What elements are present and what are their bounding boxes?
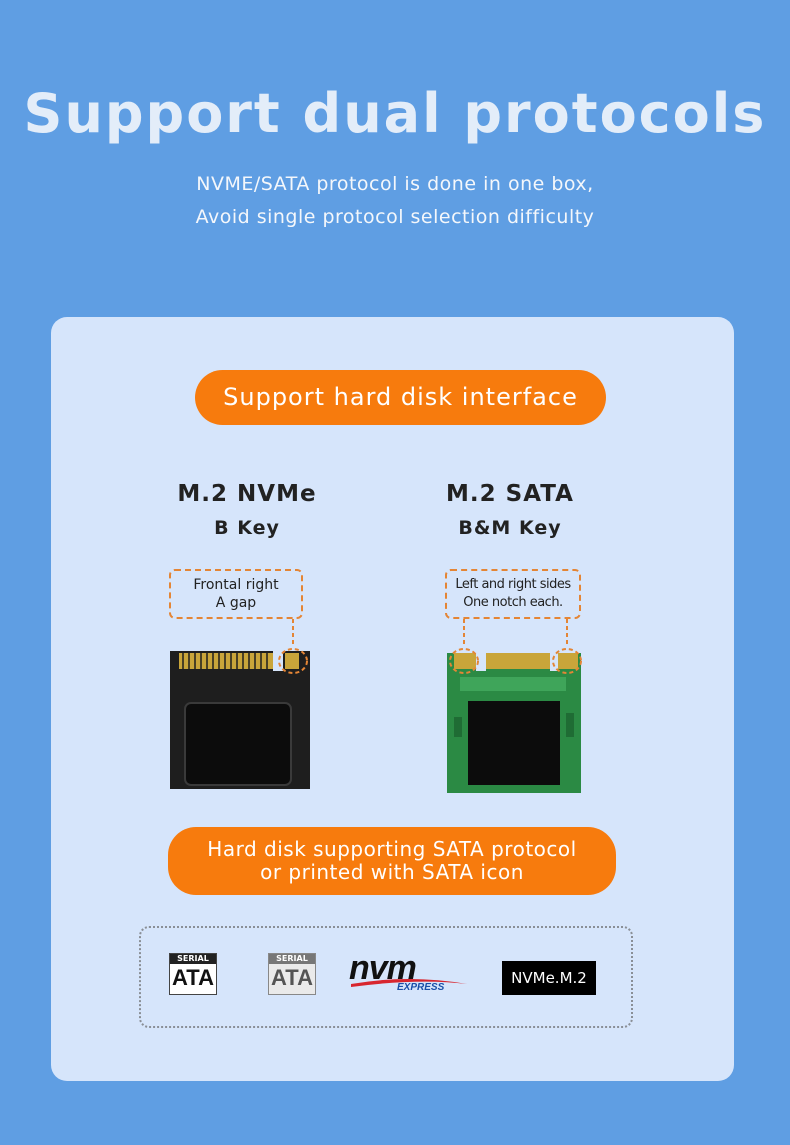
serial-ata-badge-1: SERIAL ATA xyxy=(169,953,217,995)
protocol-pill-line-2: or printed with SATA icon xyxy=(260,860,524,884)
nvm-logo-subtext: EXPRESS xyxy=(397,982,445,993)
nvm-express-logo: nvm EXPRESS xyxy=(349,951,471,998)
interface-pill: Support hard disk interface xyxy=(195,370,606,425)
protocol-pill: Hard disk supporting SATA protocol or pr… xyxy=(168,827,616,895)
sata-ssd-board xyxy=(447,619,582,793)
nvme-heading: M.2 NVMe B Key xyxy=(147,481,347,539)
sata-callout: Left and right sides One notch each. xyxy=(445,569,581,619)
serial-ata-badge-2: SERIAL ATA xyxy=(268,953,316,995)
subtitle-line-1: NVME/SATA protocol is done in one box, xyxy=(196,173,594,195)
sata-title: M.2 SATA xyxy=(446,481,574,507)
protocol-badges: SERIAL ATA SERIAL ATA nvm EXPRESS NVMe.M… xyxy=(139,926,633,1028)
nvme-m2-badge: NVMe.M.2 xyxy=(502,961,596,995)
nvme-callout-line-1: Frontal right xyxy=(193,577,279,593)
nvme-callout-line-2: A gap xyxy=(215,595,257,611)
serial-ata-badge-2-top: SERIAL xyxy=(269,954,315,964)
page-title: Support dual protocols xyxy=(23,82,767,145)
protocol-pill-line-1: Hard disk supporting SATA protocol xyxy=(207,837,577,861)
nvme-ssd-board xyxy=(170,619,310,789)
serial-ata-badge-1-top: SERIAL xyxy=(170,954,216,964)
nvme-title: M.2 NVMe xyxy=(177,481,317,507)
sata-callout-line-1: Left and right sides xyxy=(455,577,571,592)
nvm-swoosh-icon xyxy=(351,979,467,987)
nvme-callout: Frontal right A gap xyxy=(169,569,303,619)
interface-card: Support hard disk interface M.2 NVMe B K… xyxy=(51,317,734,1081)
sata-key: B&M Key xyxy=(458,517,562,539)
subtitle-line-2: Avoid single protocol selection difficul… xyxy=(195,206,595,228)
serial-ata-badge-2-main: ATA xyxy=(271,965,313,990)
sata-callout-line-2: One notch each. xyxy=(463,595,563,610)
nvme-key: B Key xyxy=(214,517,280,539)
serial-ata-badge-1-main: ATA xyxy=(172,965,214,990)
sata-heading: M.2 SATA B&M Key xyxy=(410,481,610,539)
